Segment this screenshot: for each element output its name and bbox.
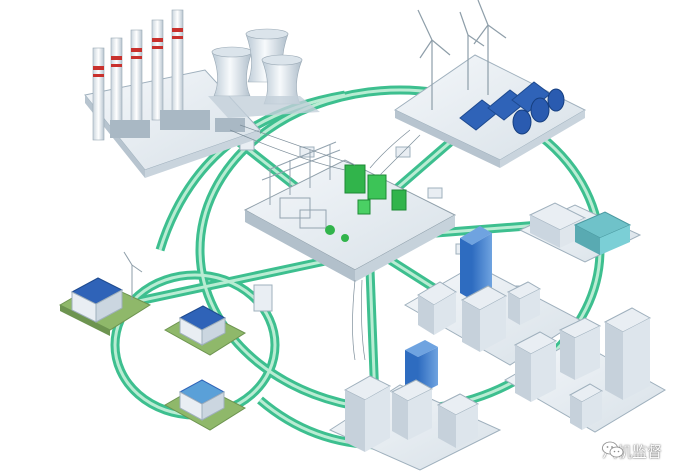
wind-solar-farm: [394, 0, 587, 168]
wind-turbines: [417, 0, 507, 110]
house-with-solar: [58, 251, 152, 336]
residential-area: [58, 251, 247, 431]
solar-panels: [459, 81, 565, 135]
downtown-block: [328, 340, 502, 471]
house-middle: [163, 305, 247, 356]
house-bottom: [163, 379, 247, 431]
watermark: 汽机监督: [602, 441, 662, 462]
commercial-complex: [518, 202, 642, 263]
cooling-towers: [208, 28, 320, 118]
central-substation: [229, 124, 457, 361]
high-rise-district: [503, 307, 666, 433]
coal-power-plant: [84, 9, 320, 178]
power-lines: [229, 124, 421, 361]
city-district: [403, 226, 581, 366]
green-transformers: [325, 164, 407, 242]
wechat-icon: [602, 441, 624, 458]
chimneys: [92, 9, 184, 141]
